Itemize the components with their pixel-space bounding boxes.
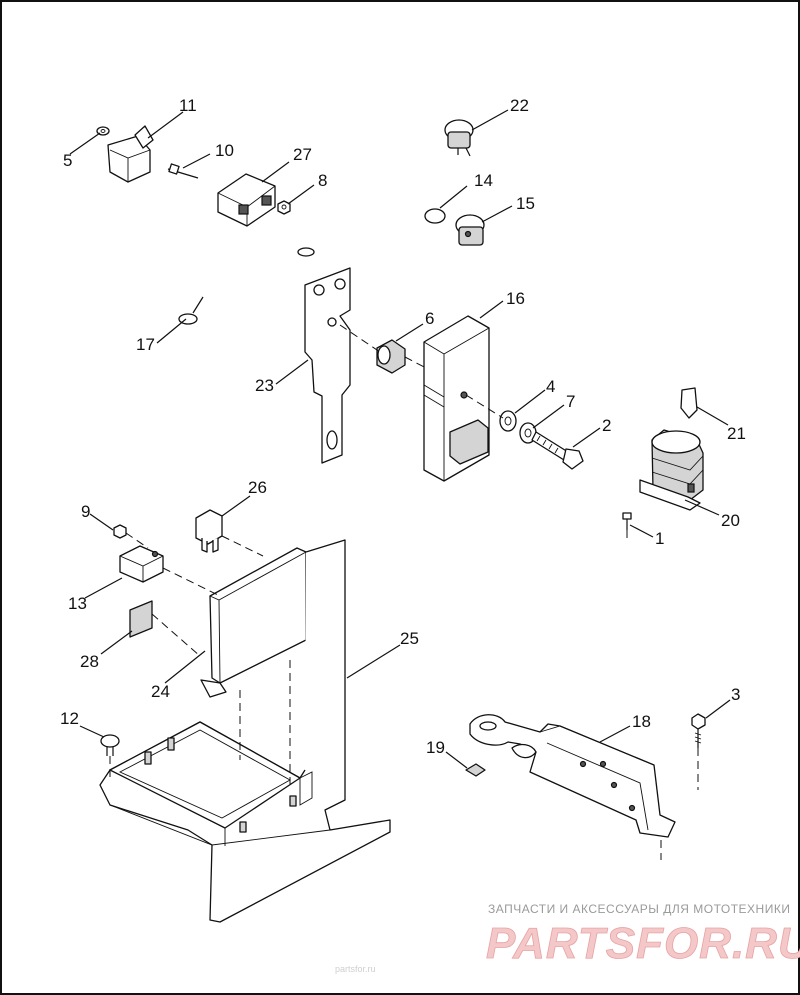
part-17-cable bbox=[178, 247, 315, 325]
part-8-nut bbox=[277, 200, 291, 215]
part-27-circuit-breaker bbox=[217, 173, 276, 227]
callout-5: 5 bbox=[63, 151, 72, 170]
part-22-sensor bbox=[444, 119, 474, 157]
callout-7: 7 bbox=[566, 392, 575, 411]
callout-12: 12 bbox=[60, 709, 79, 728]
part-18-mounting-bracket bbox=[469, 714, 676, 838]
part-26-fuse bbox=[195, 509, 223, 553]
part-13-relay bbox=[119, 545, 164, 583]
part-25-battery-tray bbox=[99, 539, 391, 923]
part-15-sensor bbox=[455, 214, 485, 246]
callout-18: 18 bbox=[632, 712, 651, 731]
callout-6: 6 bbox=[425, 309, 434, 328]
part-11-bracket bbox=[107, 125, 154, 183]
part-3-bolt bbox=[691, 713, 706, 748]
part-9-nut bbox=[113, 524, 127, 539]
callout-20: 20 bbox=[721, 511, 740, 530]
part-10-pin bbox=[167, 163, 199, 179]
assembly-dashed-lines bbox=[109, 324, 699, 860]
callout-27: 27 bbox=[293, 145, 312, 164]
part-28-label bbox=[129, 600, 153, 638]
part-2-bolt bbox=[531, 431, 584, 470]
watermark-tagline: ЗАПЧАСТИ И АКСЕССУАРЫ ДЛЯ МОТОТЕХНИКИ bbox=[488, 902, 790, 916]
callout-1: 1 bbox=[655, 529, 664, 548]
callout-15: 15 bbox=[516, 194, 535, 213]
part-16-module bbox=[423, 315, 490, 482]
callout-9: 9 bbox=[81, 502, 90, 521]
part-12-plug bbox=[100, 734, 120, 756]
watermark-brand-logo: PARTSFOR.RU bbox=[486, 919, 800, 968]
callout-19: 19 bbox=[426, 738, 445, 757]
part-4-washer bbox=[499, 410, 517, 432]
callout-2: 2 bbox=[602, 416, 611, 435]
callout-26: 26 bbox=[248, 478, 267, 497]
callout-25: 25 bbox=[400, 629, 419, 648]
watermark-footer: partsfor.ru bbox=[335, 964, 376, 974]
part-14-o-ring bbox=[424, 208, 446, 224]
callout-10: 10 bbox=[215, 141, 234, 160]
callout-14: 14 bbox=[474, 171, 493, 190]
callout-21: 21 bbox=[727, 424, 746, 443]
part-20-relay bbox=[639, 429, 704, 511]
callout-11: 11 bbox=[179, 96, 197, 115]
callout-23: 23 bbox=[255, 376, 274, 395]
callout-17: 17 bbox=[136, 335, 155, 354]
part-19-clip bbox=[465, 763, 486, 777]
callout-3: 3 bbox=[731, 685, 740, 704]
callout-16: 16 bbox=[506, 289, 525, 308]
callout-labels: 5 11 10 27 8 22 14 15 17 23 6 16 4 7 2 2… bbox=[60, 96, 746, 757]
part-6-spacer bbox=[376, 339, 406, 374]
callout-24: 24 bbox=[151, 682, 170, 701]
callout-4: 4 bbox=[546, 377, 555, 396]
callout-22: 22 bbox=[510, 96, 529, 115]
callout-8: 8 bbox=[318, 171, 327, 190]
callout-28: 28 bbox=[80, 652, 99, 671]
leader-lines bbox=[69, 109, 731, 769]
watermark: ЗАПЧАСТИ И АКСЕССУАРЫ ДЛЯ МОТОТЕХНИКИ PA… bbox=[335, 902, 800, 974]
callout-13: 13 bbox=[68, 594, 87, 613]
part-1-screw bbox=[622, 512, 632, 530]
part-21-key bbox=[680, 387, 698, 419]
part-23-bracket-plate bbox=[304, 267, 351, 464]
